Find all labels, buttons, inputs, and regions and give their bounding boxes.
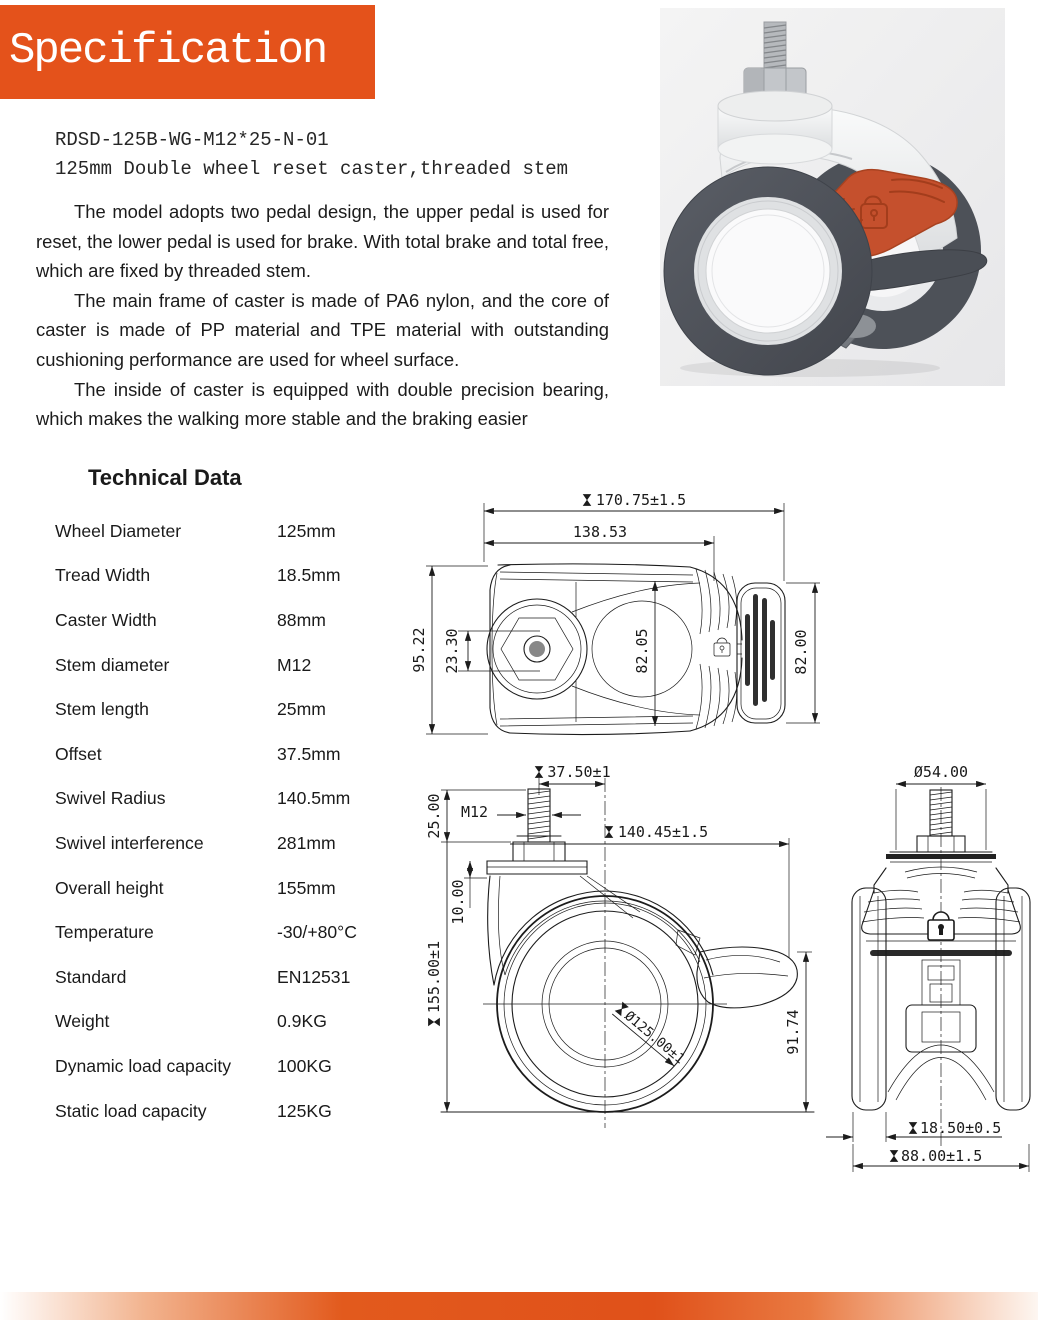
svg-text:88.00±1.5: 88.00±1.5 bbox=[901, 1147, 982, 1165]
lock-icon bbox=[713, 637, 731, 657]
top-view-body-outline bbox=[486, 563, 743, 736]
svg-text:140.45±1.5: 140.45±1.5 bbox=[618, 823, 708, 841]
dim-overall-width: 88.00±1.5 bbox=[852, 1144, 1030, 1172]
front-wheel bbox=[663, 166, 873, 376]
dim-tread-width: 18.50±0.5 bbox=[826, 1112, 1002, 1142]
dim-thread: M12 bbox=[461, 803, 581, 821]
dim-stem-length: 25.00 bbox=[425, 789, 526, 843]
technical-data-heading: Technical Data bbox=[88, 465, 242, 490]
dim-wheel-diameter: Ø125.00±1 bbox=[611, 1001, 688, 1067]
table-row: Temperature-30/+80°C bbox=[55, 922, 357, 943]
dim-overall-height: 155.00±1 bbox=[425, 842, 451, 1112]
svg-text:138.53: 138.53 bbox=[573, 523, 627, 541]
drawing-back-view: Ø54.00 18.50±0.5 88.00±1.5 bbox=[826, 763, 1031, 1172]
svg-text:82.00: 82.00 bbox=[792, 629, 810, 674]
product-photo bbox=[660, 8, 1005, 386]
svg-text:Ø125.00±1: Ø125.00±1 bbox=[621, 1008, 687, 1067]
drawing-top-view: 170.75±1.5 138.53 95.22 23.30 82.05 82.0… bbox=[410, 491, 820, 736]
dim-overall-depth: 95.22 bbox=[410, 565, 488, 735]
dim-body-length: 138.53 bbox=[484, 523, 715, 581]
dim-body-depth: 82.05 bbox=[633, 581, 659, 726]
svg-text:82.05: 82.05 bbox=[633, 628, 651, 673]
svg-text:37.50±1: 37.50±1 bbox=[547, 763, 610, 781]
drawing-front-view: 37.50±1 M12 25.00 155.00±1 10.00 bbox=[425, 763, 815, 1128]
description-paragraph: The inside of caster is equipped with do… bbox=[36, 378, 609, 430]
dim-head-diameter: Ø54.00 bbox=[895, 763, 987, 850]
page-title: Specification bbox=[9, 26, 328, 76]
front-view-stem bbox=[486, 788, 588, 875]
svg-text:10.00: 10.00 bbox=[449, 879, 467, 924]
dim-offset: 37.50±1 bbox=[534, 763, 611, 788]
dim-swivel-radius: 140.45±1.5 bbox=[510, 823, 790, 958]
svg-text:95.22: 95.22 bbox=[410, 627, 428, 672]
svg-text:25.00: 25.00 bbox=[425, 793, 443, 838]
back-view-stem bbox=[886, 789, 996, 863]
description-paragraph: The model adopts two pedal design, the u… bbox=[36, 201, 609, 282]
dim-plate-thickness: 10.00 bbox=[449, 861, 487, 925]
svg-text:M12: M12 bbox=[461, 803, 488, 821]
svg-text:23.30: 23.30 bbox=[443, 628, 461, 673]
model-block: RDSD-125B-WG-M12*25-N-01 125mm Double wh… bbox=[55, 126, 568, 184]
footer-accent-bar bbox=[0, 1292, 1038, 1320]
description: The model adopts two pedal design, the u… bbox=[36, 197, 609, 434]
svg-text:91.74: 91.74 bbox=[784, 1009, 802, 1054]
model-code: RDSD-125B-WG-M12*25-N-01 bbox=[55, 129, 329, 151]
svg-text:170.75±1.5: 170.75±1.5 bbox=[596, 491, 686, 509]
description-paragraph: The main frame of caster is made of PA6 … bbox=[36, 289, 609, 370]
svg-text:Ø54.00: Ø54.00 bbox=[914, 763, 968, 781]
dim-hub-width: 23.30 bbox=[443, 628, 540, 674]
dim-overall-length: 170.75±1.5 bbox=[483, 491, 785, 581]
top-view-brake-pedal bbox=[736, 582, 786, 724]
dim-pedal-height: 91.74 bbox=[784, 951, 812, 1112]
top-view-reset-pedal-ribs bbox=[695, 568, 738, 730]
front-view-brake-pedal bbox=[675, 929, 798, 1009]
svg-text:18.50±0.5: 18.50±0.5 bbox=[920, 1119, 1001, 1137]
svg-text:155.00±1: 155.00±1 bbox=[425, 941, 443, 1013]
lock-icon bbox=[927, 911, 955, 941]
back-view-wheels bbox=[851, 887, 1031, 1111]
swivel-head bbox=[717, 90, 833, 165]
title-banner: Specification bbox=[0, 5, 375, 99]
back-view-body bbox=[861, 866, 1021, 1101]
threaded-stem bbox=[763, 21, 787, 79]
dim-pedal-depth: 82.00 bbox=[786, 582, 820, 724]
model-name: 125mm Double wheel reset caster,threaded… bbox=[55, 158, 569, 180]
lock-icon bbox=[860, 195, 888, 229]
